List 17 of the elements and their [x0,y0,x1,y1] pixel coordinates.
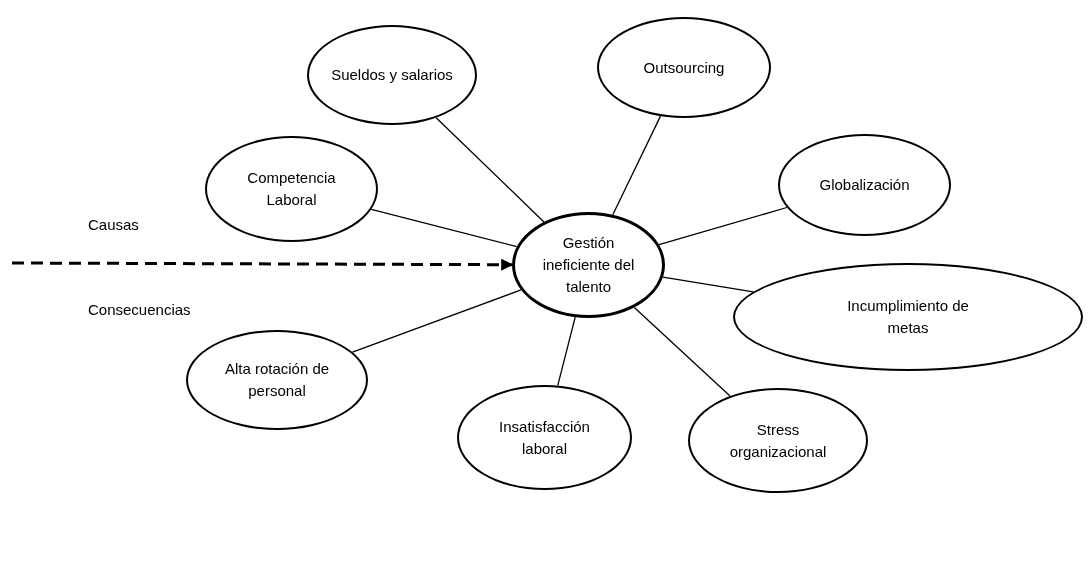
node-text: Stress organizacional [728,419,828,462]
connector-line [633,306,731,397]
dashed-arrow [12,258,514,271]
side-label: Consecuencias [88,300,191,320]
node-text: Outsourcing [643,57,725,78]
node-text: Globalización [819,175,910,196]
side-label: Causas [88,215,139,235]
connector-line [435,117,545,223]
node-text: Incumplimiento de metas [846,296,970,338]
node-text: Insatisfacción laboral [498,416,591,459]
node-text: Sueldos y salarios [331,65,453,86]
connector-line [557,316,576,387]
connector-line [662,276,754,293]
connector-line [658,206,788,246]
node-text: Alta rotación de personal [223,359,331,401]
node-text: Competencia Laboral [246,168,337,210]
node-text: Gestión ineficiente del talento [541,233,636,297]
